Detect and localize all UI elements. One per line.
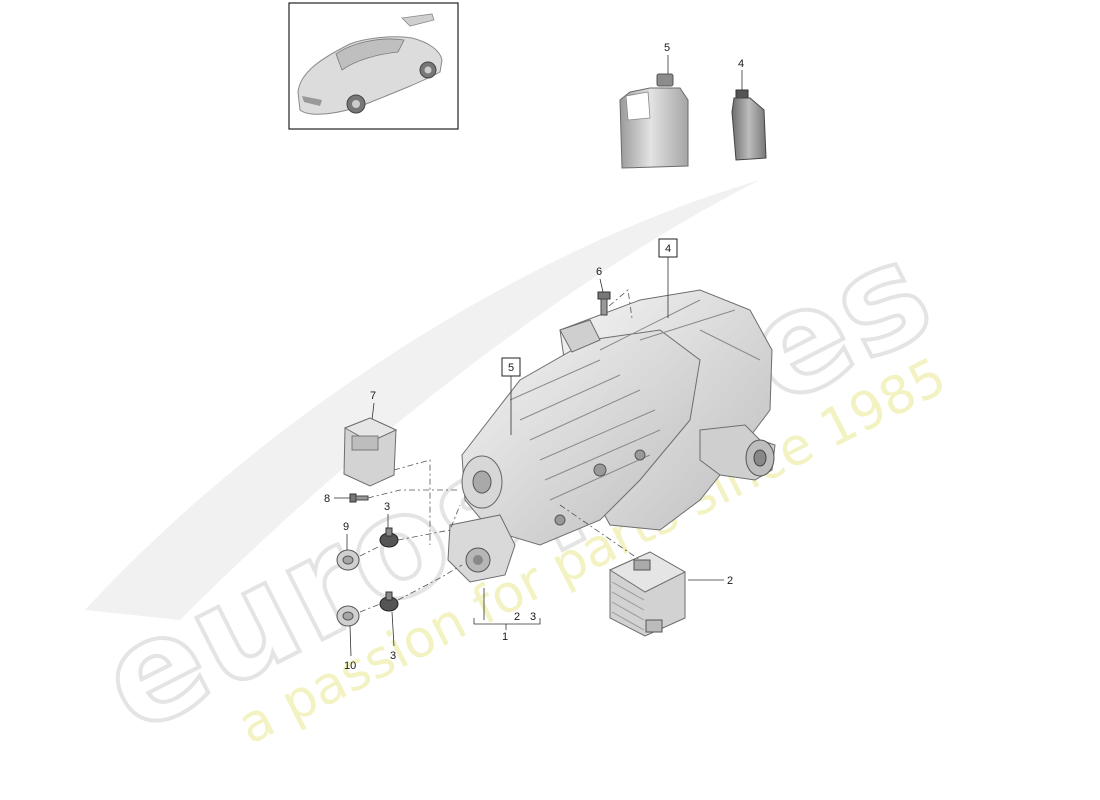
oil-bottle: 4 — [731, 58, 767, 161]
mount-upper: 3 — [379, 501, 461, 548]
callout-1: 1 — [502, 631, 508, 643]
oil-cooler: 2 — [559, 504, 733, 637]
washer-10: 10 — [336, 603, 381, 672]
callout-10: 10 — [344, 660, 356, 672]
callout-3-lower: 3 — [390, 650, 396, 662]
callout-2-right: 2 — [727, 575, 733, 587]
mount-lower: 3 — [379, 564, 463, 662]
callout-3-bracket: 3 — [530, 611, 536, 623]
car-thumbnail — [288, 2, 459, 130]
transmission-assembly-icon — [447, 289, 776, 583]
bolt-icon — [597, 291, 611, 316]
callout-4-bottle: 4 — [738, 58, 744, 70]
callout-4-boxed: 4 — [665, 243, 671, 255]
washer-icon — [336, 549, 360, 571]
bolt-6: 6 — [596, 266, 633, 319]
watermark-swoosh — [85, 180, 760, 620]
oil-bottle-icon — [731, 89, 767, 161]
callout-5-boxed: 5 — [508, 362, 514, 374]
washer-icon — [336, 605, 360, 627]
callout-2-bracket: 2 — [514, 611, 520, 623]
car-thumbnail-icon — [297, 13, 443, 115]
rubber-mount-icon — [379, 591, 399, 612]
oil-canister-icon — [619, 73, 689, 169]
callout-3-upper: 3 — [384, 501, 390, 513]
control-unit: 7 — [343, 390, 431, 545]
oil-canister: 5 — [619, 42, 689, 169]
oil-cooler-icon — [608, 551, 687, 637]
callout-9: 9 — [343, 521, 349, 533]
callout-5-canister: 5 — [664, 42, 670, 54]
washer-9: 9 — [336, 521, 381, 571]
callout-6: 6 — [596, 266, 602, 278]
callout-7: 7 — [370, 390, 376, 402]
bolt-8: 8 — [324, 489, 460, 505]
callout-8: 8 — [324, 493, 330, 505]
transmission-assembly: 4 5 2 3 1 — [447, 238, 776, 643]
control-unit-icon — [343, 417, 398, 487]
